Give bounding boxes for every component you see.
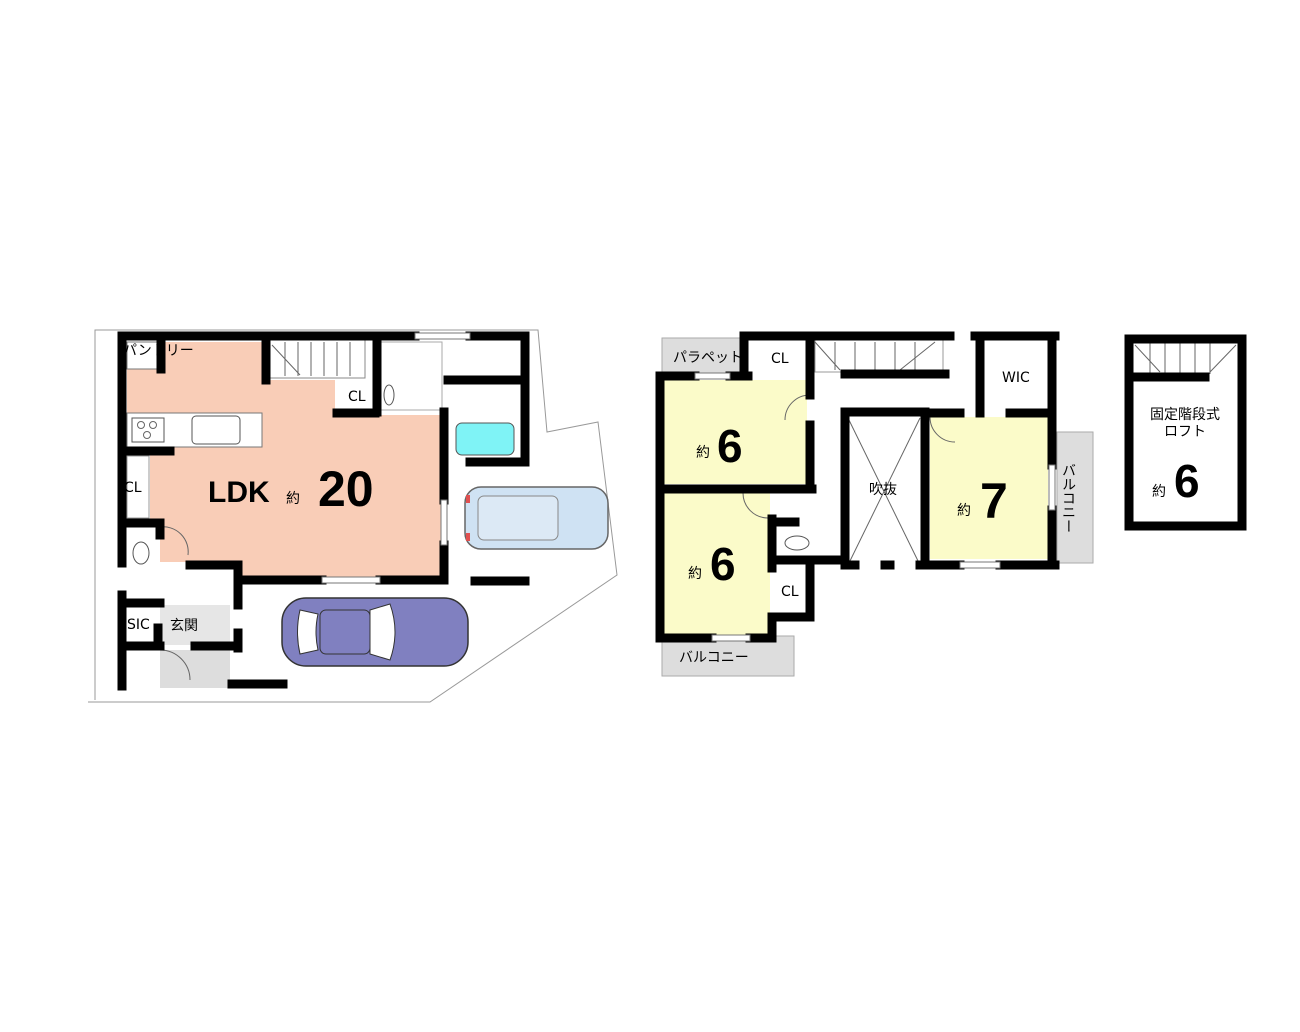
bathtub-icon	[455, 422, 515, 456]
window	[440, 499, 448, 546]
stairs-2f	[814, 339, 944, 373]
window	[414, 332, 471, 340]
room-c-size: 7	[980, 473, 1008, 529]
loft-stairs	[1133, 342, 1238, 374]
cl-top-label: CL	[771, 351, 789, 367]
bedroom-c	[930, 417, 1048, 559]
pantry-label: パントリー	[123, 343, 194, 359]
room-b-prefix: 約	[688, 566, 702, 582]
walls-1f	[117, 331, 530, 691]
stairs-1f	[269, 339, 366, 379]
window	[711, 634, 751, 642]
void-label: 吹抜	[869, 482, 897, 498]
sink-icon	[191, 415, 241, 445]
ldk-prefix: 約	[286, 491, 300, 507]
toilet-icon	[132, 541, 150, 565]
car-wagon-icon	[464, 486, 609, 550]
closet-left	[126, 455, 150, 519]
loft-title-line2: ロフト	[1164, 424, 1206, 440]
ldk-label: LDK	[208, 476, 270, 509]
window	[1048, 464, 1056, 511]
balcony-bottom-label: バルコニー	[679, 650, 749, 666]
sic-label: SIC	[127, 617, 150, 633]
ldk-size: 20	[318, 461, 374, 517]
bedroom-a	[664, 380, 807, 484]
cl-left-label: CL	[124, 480, 142, 496]
loft-prefix: 約	[1152, 484, 1166, 500]
closet-kitchen	[335, 383, 375, 411]
cl-lower-label: CL	[781, 584, 799, 600]
ldk-floor	[127, 342, 444, 577]
entrance-hall	[160, 605, 230, 645]
cl-kitchen-label: CL	[348, 389, 366, 405]
lot-boundary	[88, 329, 618, 703]
loft-title-line1: 固定階段式	[1150, 407, 1220, 423]
room-c-prefix: 約	[957, 503, 971, 519]
floor-2: パラペット CL 約 6 約 6 CL バルコニー 吹抜 WIC 約 7 バルコ…	[655, 331, 1094, 677]
window	[959, 561, 1001, 569]
bedroom-b	[664, 492, 770, 635]
wic-label: WIC	[1002, 370, 1030, 386]
floor-1: LDK 約 20 パントリー CL CL SIC 玄関	[88, 329, 618, 703]
entrance-floor	[160, 650, 230, 688]
walls-2f	[655, 331, 1060, 643]
parapet	[661, 337, 743, 374]
room-a-prefix: 約	[696, 445, 710, 461]
window	[321, 576, 381, 584]
car-sedan-icon	[281, 597, 469, 667]
balcony-right-label: バルコニー	[1060, 463, 1076, 533]
balcony-bottom	[661, 635, 795, 677]
balcony-right	[1056, 431, 1094, 564]
pantry	[126, 341, 158, 370]
loft: 固定階段式 ロフト 約 6	[1124, 334, 1247, 531]
toilet-icon	[784, 535, 810, 551]
washbasin-icon	[383, 384, 395, 406]
entrance-label: 玄関	[170, 617, 198, 634]
room-a-size: 6	[717, 420, 743, 472]
window	[694, 372, 731, 380]
parapet-label: パラペット	[673, 350, 743, 366]
room-b-size: 6	[710, 538, 736, 590]
void-area	[847, 417, 921, 566]
loft-size: 6	[1174, 455, 1200, 507]
